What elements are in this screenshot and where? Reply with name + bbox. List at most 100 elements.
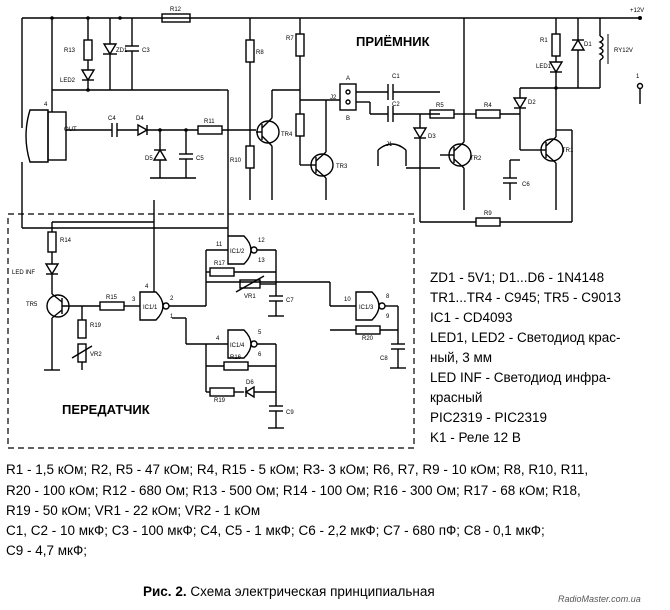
label-pin4: 4 (44, 102, 48, 108)
label-pin4-low: 4 (216, 336, 220, 342)
label-c4: C4 (108, 116, 116, 122)
diode-d2 (512, 97, 528, 110)
legend-line: LED INF - Светодиод инфра- (430, 370, 611, 385)
label-pin6: 6 (258, 352, 262, 358)
label-c1: C1 (392, 74, 400, 80)
zener-zd1 (102, 43, 118, 56)
label-pin12: 12 (258, 238, 265, 244)
label-ic1-2: IC1/2 (230, 249, 245, 255)
label-r4: R4 (484, 103, 492, 109)
label-ic1-1: IC1/1 (143, 305, 158, 311)
label-r12: R12 (170, 7, 182, 13)
legend-block: ZD1 - 5V1; D1...D6 - 1N4148 TR1...TR4 - … (430, 268, 621, 448)
jumper-j1 (377, 143, 407, 151)
label-vr2: VR2 (90, 352, 102, 358)
transmitter-frame (7, 213, 415, 449)
label-led2: LED2 (60, 78, 76, 84)
label-d4: D4 (136, 116, 144, 122)
diode-d1 (570, 38, 586, 51)
label-pin2: 2 (170, 296, 174, 302)
label-r15: R15 (106, 295, 118, 301)
label-tr4: TR4 (281, 132, 293, 138)
label-pin1: 1 (170, 314, 174, 320)
watermark: RadioMaster.com.ua (558, 594, 641, 604)
label-tr2: TR2 (470, 156, 482, 162)
label-zd1: ZD1 (116, 48, 128, 54)
legend-line: красный (430, 390, 483, 405)
label-pin10: 10 (344, 297, 351, 303)
legend-line: TR1...TR4 - C945; TR5 - C9013 (430, 290, 622, 305)
label-c3: C3 (142, 48, 150, 54)
label-vr1: VR1 (244, 294, 256, 300)
label-r11: R11 (204, 119, 215, 125)
label-r19: R19 (214, 398, 226, 404)
diode-d4 (137, 123, 149, 137)
label-r9: R9 (484, 211, 492, 217)
legend-line: ZD1 - 5V1; D1...D6 - 1N4148 (430, 270, 605, 285)
relay-coil (598, 35, 604, 61)
label-tr3: TR3 (336, 164, 348, 170)
label-pin5: 5 (258, 330, 262, 336)
jumper-j2[interactable] (339, 83, 357, 111)
resistor-r14 (47, 231, 57, 253)
label-r13: R13 (64, 48, 76, 54)
label-d1: D1 (584, 42, 592, 48)
resistor-r19-small (77, 319, 87, 339)
diode-d5 (152, 148, 168, 161)
label-ic1-4: IC1/4 (230, 343, 245, 349)
label-pin11: 11 (216, 242, 223, 248)
label-pin3: 3 (132, 297, 136, 303)
label-r1: R1 (540, 38, 548, 44)
circuit-schematic: +12V R12 4 OUT R13 LED2 ZD1 C3 C4 D4 R11 (7, 7, 644, 449)
label-pin13: 13 (258, 258, 265, 264)
led-inf-diode (44, 263, 60, 276)
label-d3: D3 (428, 134, 436, 140)
label-r5: R5 (436, 103, 444, 109)
label-c9: C9 (286, 410, 294, 416)
label-led-inf: LED INF (12, 270, 35, 276)
ir-receiver-module (25, 109, 49, 163)
resistor-r9 (475, 217, 501, 227)
label-j1: J1 (386, 142, 393, 148)
label-c8: C8 (380, 356, 388, 362)
label-d5: D5 (145, 156, 153, 162)
label-d6: D6 (246, 380, 254, 386)
resistor-r17 (209, 267, 235, 277)
label-tr1: TR1 (562, 148, 574, 154)
supply-label: +12V (630, 8, 644, 14)
label-ic1-3: IC1/3 (359, 305, 374, 311)
figure-number: Рис. 2. (143, 584, 187, 599)
label-r14: R14 (60, 238, 72, 244)
legend-line: K1 - Реле 12 В (430, 430, 521, 445)
receiver-label: ПРИЁМНИК (356, 34, 430, 49)
label-pin4-ic: 4 (145, 284, 149, 290)
resistor-r8 (245, 39, 255, 63)
resistor-r13 (83, 39, 93, 61)
legend-line: IC1 - CD4093 (430, 310, 513, 325)
label-tr5: TR5 (26, 302, 38, 308)
resistor-r15 (99, 301, 125, 311)
spec-line: C9 - 4,7 мкФ; (6, 543, 87, 558)
label-pin9: 9 (386, 314, 390, 320)
legend-line: ный, 3 мм (430, 350, 493, 365)
figure-caption: Рис. 2. Схема электрическая принципиальн… (143, 584, 435, 599)
label-pin-a: A (346, 76, 350, 82)
resistor-r4 (475, 109, 501, 119)
figure-title: Схема электрическая принципиальная (190, 584, 435, 599)
label-c6: C6 (522, 182, 530, 188)
resistor-r16 (223, 361, 249, 371)
label-j2: J2 (330, 95, 337, 101)
resistor-r19 (209, 387, 235, 397)
spec-line: R19 - 50 кОм; VR1 - 22 кОм; VR2 - 1 кОм (6, 503, 261, 518)
label-r7: R7 (286, 36, 294, 42)
diode-d3 (412, 127, 428, 140)
spec-line: R1 - 1,5 кОм; R2, R5 - 47 кОм; R4, R15 -… (6, 462, 589, 477)
label-r16: R16 (230, 355, 242, 361)
resistor-r10 (245, 145, 255, 169)
legend-line: LED1, LED2 - Светодиод крас- (430, 330, 621, 345)
label-pin8: 8 (386, 294, 390, 300)
label-ry12v: RY12V (614, 48, 633, 54)
resistor-r11 (197, 125, 223, 135)
label-r20: R20 (362, 336, 374, 342)
